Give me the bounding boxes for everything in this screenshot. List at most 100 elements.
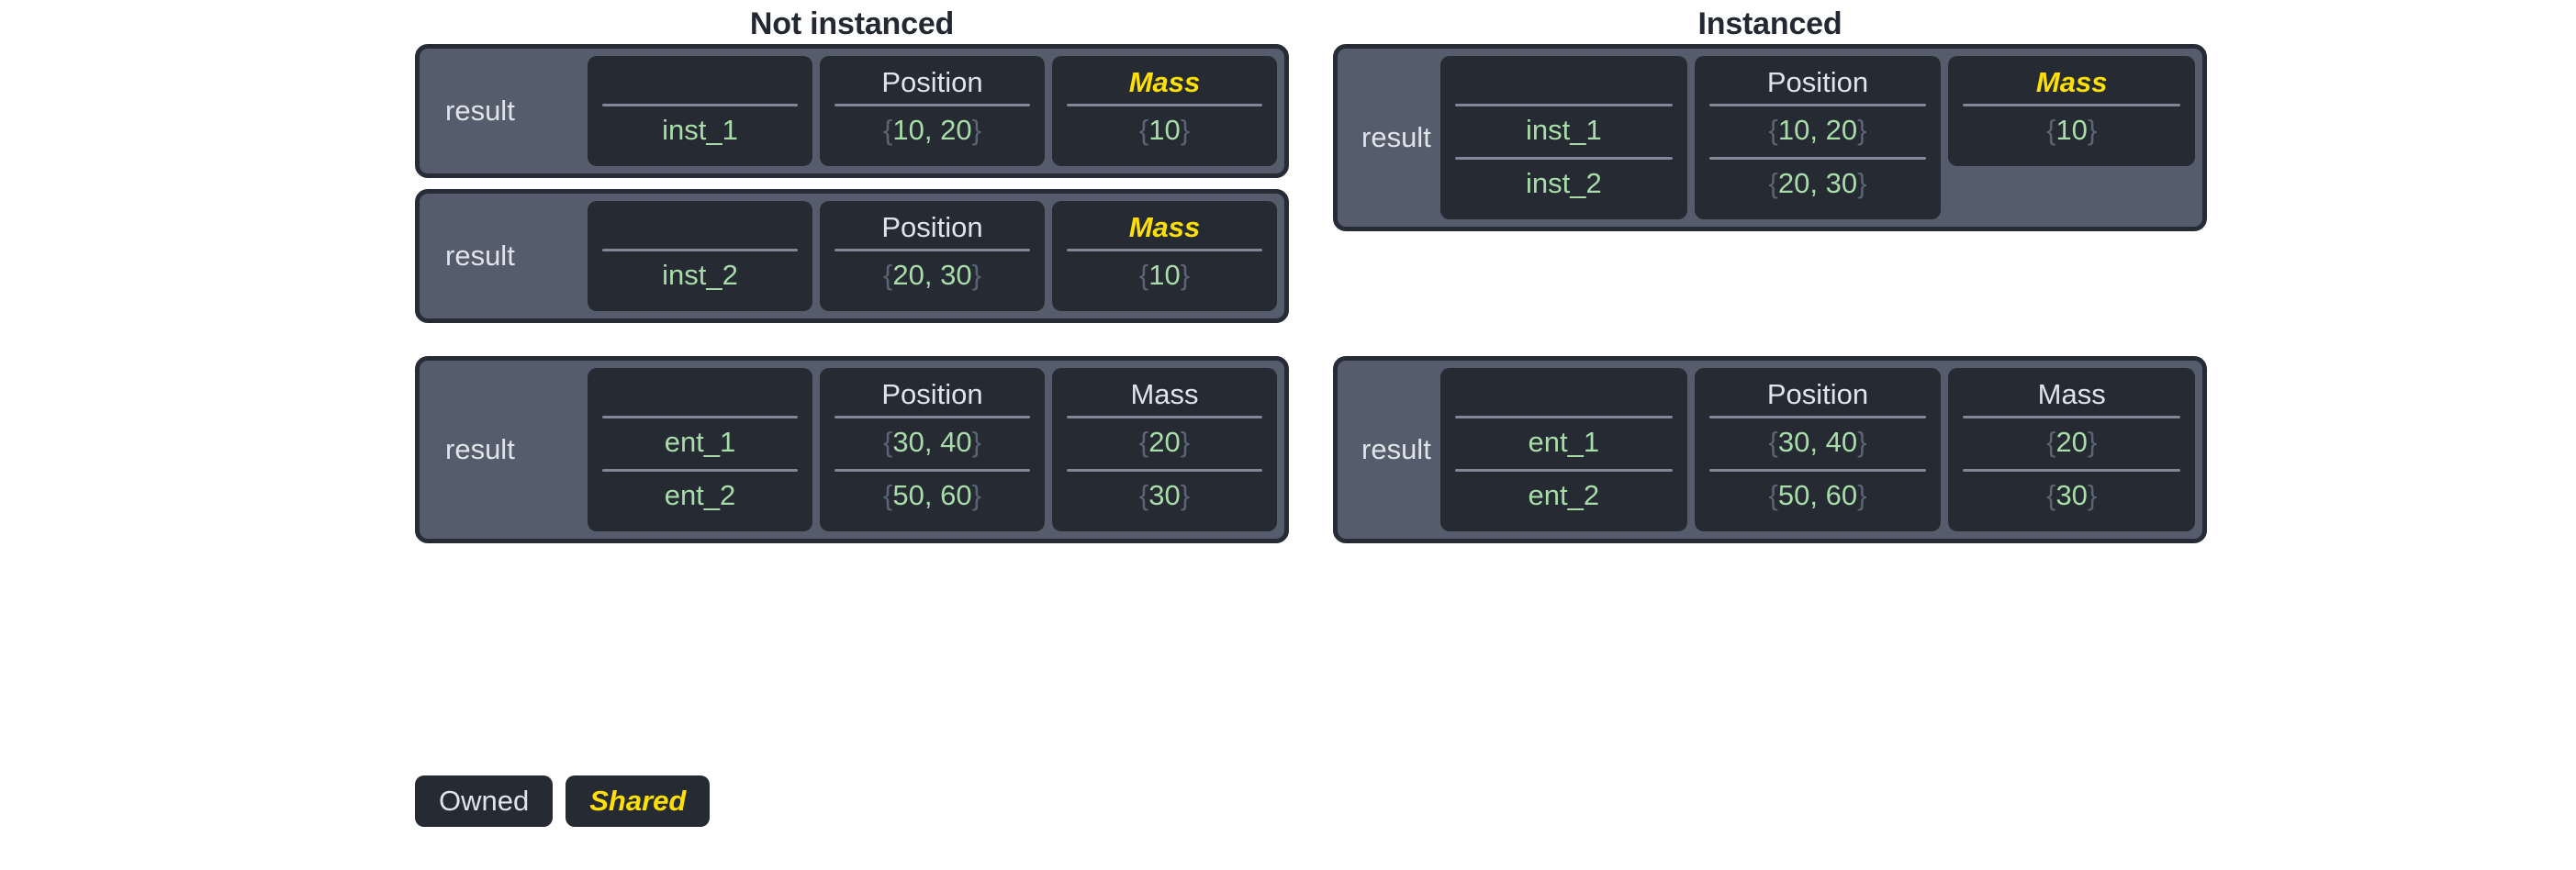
table-cell: {50, 60} bbox=[1704, 469, 1932, 522]
brace-glyph: { bbox=[1138, 426, 1149, 458]
brace-glyph: } bbox=[971, 259, 981, 291]
brace-glyph: { bbox=[883, 259, 893, 291]
column-header: Mass bbox=[2035, 66, 2108, 98]
table-cell: {10} bbox=[1061, 104, 1268, 157]
column-header bbox=[1450, 374, 1678, 416]
column-header: Mass bbox=[1128, 66, 1201, 98]
brace-glyph: } bbox=[1857, 114, 1867, 146]
column-header bbox=[1450, 61, 1678, 104]
column-header bbox=[597, 374, 803, 416]
brace-glyph: } bbox=[1180, 114, 1191, 146]
table-cell: {50, 60} bbox=[829, 469, 1036, 522]
brace-glyph: } bbox=[971, 114, 981, 146]
brace-glyph: { bbox=[883, 426, 893, 458]
brace-glyph: } bbox=[971, 479, 981, 511]
brace-glyph: { bbox=[883, 479, 893, 511]
brace-glyph: } bbox=[971, 426, 981, 458]
table-column-mass: Mass{20}{30} bbox=[1052, 368, 1277, 531]
brace-glyph: } bbox=[2087, 114, 2098, 146]
legend: Owned Shared bbox=[415, 775, 711, 827]
column-header: Position bbox=[881, 211, 983, 243]
brace-glyph: { bbox=[1768, 479, 1778, 511]
table-cell: {20, 30} bbox=[1704, 157, 1932, 210]
result-panel: result inst_2 Position {20, 30} Mass {10} bbox=[415, 189, 1289, 323]
brace-glyph: { bbox=[1768, 167, 1778, 199]
table-columns: inst_2 Position {20, 30} Mass {10} bbox=[588, 201, 1277, 311]
table-cell: inst_1 bbox=[1450, 104, 1678, 157]
brace-glyph: } bbox=[1180, 426, 1191, 458]
legend-chip-owned: Owned bbox=[415, 775, 554, 827]
table-cell: {20, 30} bbox=[829, 249, 1036, 302]
table-cell: ent_2 bbox=[597, 469, 803, 522]
legend-chip-shared: Shared bbox=[566, 775, 711, 827]
table-cell: {20} bbox=[1957, 416, 2186, 469]
table-cell: {10} bbox=[1061, 249, 1268, 302]
column-header: Position bbox=[881, 66, 983, 98]
table-cell: ent_1 bbox=[597, 416, 803, 469]
table-cell: inst_2 bbox=[1450, 157, 1678, 210]
table-column-position: Position {30, 40}{50, 60} bbox=[820, 368, 1045, 531]
table-column-mass: Mass {10} bbox=[1948, 56, 2196, 166]
table-column-position: Position {10, 20}{20, 30} bbox=[1694, 56, 1942, 219]
result-panel: result inst_1 Position {10, 20} Mass {10} bbox=[415, 44, 1289, 178]
brace-glyph: { bbox=[2046, 479, 2056, 511]
result-label: result bbox=[445, 95, 515, 127]
brace-glyph: } bbox=[1857, 426, 1867, 458]
brace-glyph: { bbox=[2046, 114, 2056, 146]
table-cell: {10, 20} bbox=[829, 104, 1036, 157]
table-cell: {20} bbox=[1061, 416, 1268, 469]
brace-glyph: } bbox=[2087, 426, 2098, 458]
column-header bbox=[597, 61, 803, 104]
column-header: Mass bbox=[1130, 378, 1199, 410]
column-title-instanced: Instanced bbox=[1697, 6, 1842, 41]
column-header bbox=[597, 206, 803, 249]
result-label: result bbox=[1361, 433, 1431, 465]
table-column-mass: Mass {20}{30} bbox=[1948, 368, 2196, 531]
result-label: result bbox=[1361, 121, 1431, 153]
table-cell: inst_1 bbox=[597, 104, 803, 157]
column-header: Position bbox=[1766, 378, 1869, 410]
column-header: Mass bbox=[2037, 378, 2106, 410]
column-header: Position bbox=[1766, 66, 1869, 98]
table-cell: {30, 40} bbox=[829, 416, 1036, 469]
table-cell: inst_2 bbox=[597, 249, 803, 302]
table-cell: ent_2 bbox=[1450, 469, 1678, 522]
table-column-mass: Mass {10} bbox=[1052, 201, 1277, 311]
table-cell: {30} bbox=[1957, 469, 2186, 522]
brace-glyph: { bbox=[1768, 114, 1778, 146]
brace-glyph: } bbox=[2087, 479, 2098, 511]
brace-glyph: { bbox=[1138, 479, 1149, 511]
brace-glyph: { bbox=[1138, 259, 1149, 291]
table-cell: {10} bbox=[1957, 104, 2186, 157]
brace-glyph: { bbox=[1768, 426, 1778, 458]
brace-glyph: { bbox=[2046, 426, 2056, 458]
table-cell: {10, 20} bbox=[1704, 104, 1932, 157]
table-cell: {30, 40} bbox=[1704, 416, 1932, 469]
table-column-position: Position {10, 20} bbox=[820, 56, 1045, 166]
brace-glyph: } bbox=[1180, 479, 1191, 511]
result-label: result bbox=[445, 240, 515, 272]
brace-glyph: } bbox=[1857, 167, 1867, 199]
table-column-position: Position {20, 30} bbox=[820, 201, 1045, 311]
column-title-not-instanced: Not instanced bbox=[749, 6, 955, 41]
brace-glyph: { bbox=[883, 114, 893, 146]
result-label: result bbox=[445, 433, 515, 465]
table-cell: ent_1 bbox=[1450, 416, 1678, 469]
table-column-id: inst_1 bbox=[588, 56, 812, 166]
table-column-id: inst_2 bbox=[588, 201, 812, 311]
column-header: Mass bbox=[1128, 211, 1201, 243]
column-header: Position bbox=[881, 378, 983, 410]
